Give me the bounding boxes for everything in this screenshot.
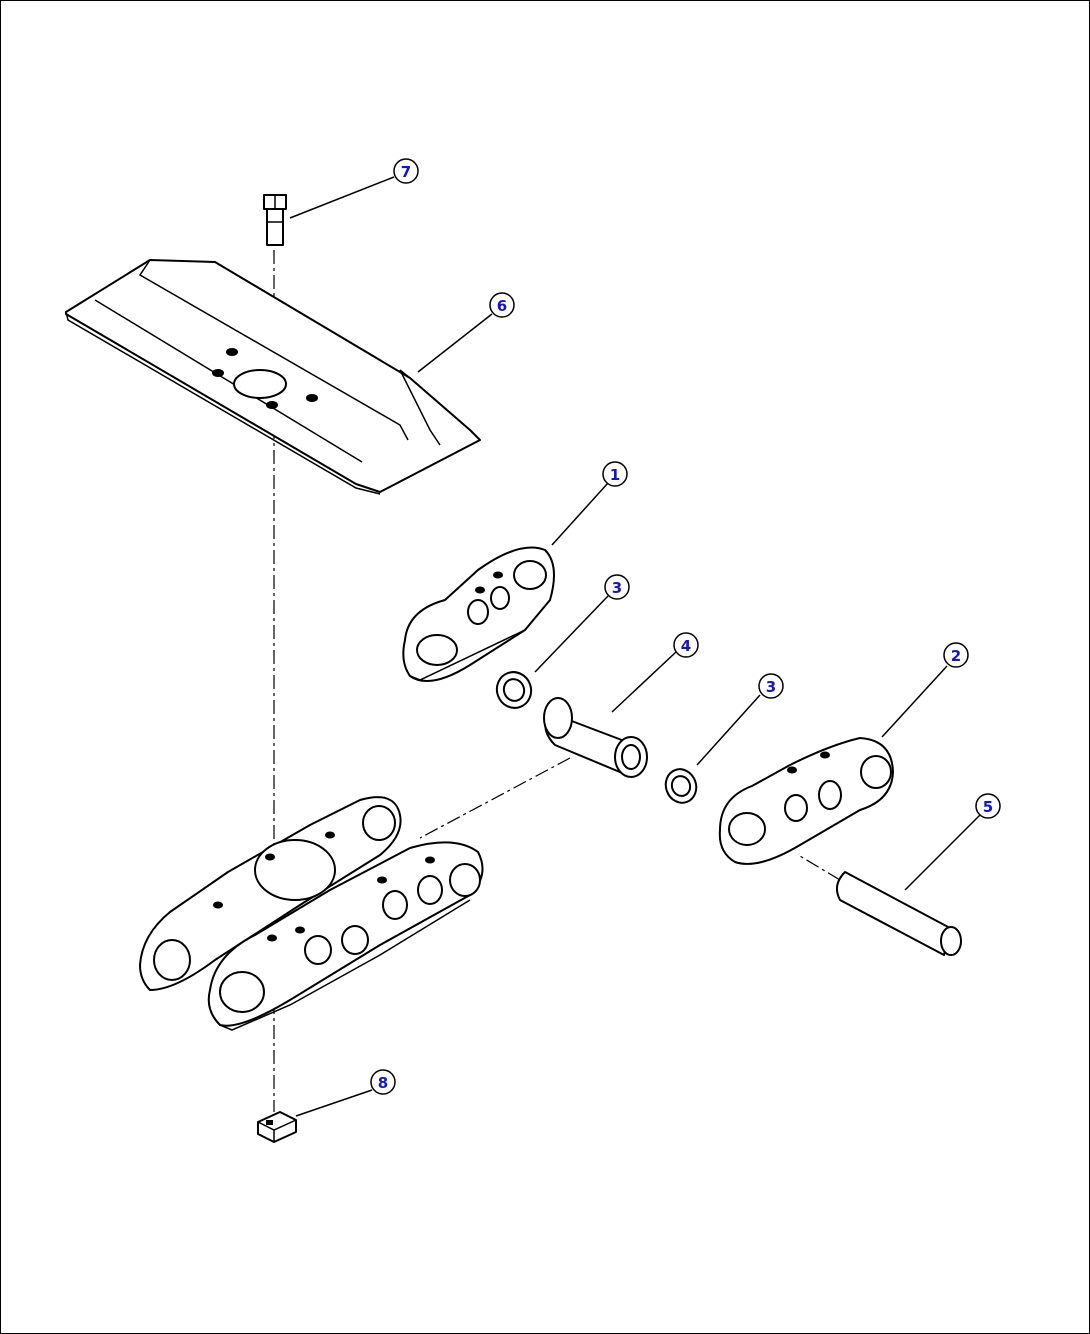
callout-8: 8 (370, 1069, 396, 1095)
washer-part-3-a (495, 671, 533, 709)
callout-7: 7 (393, 158, 419, 184)
bushing-part-4 (543, 697, 648, 778)
svg-text:4: 4 (681, 637, 691, 655)
leader-8 (295, 1089, 373, 1117)
leader-3a (534, 595, 609, 673)
callout-5: 5 (975, 793, 1001, 819)
track-link-part-1 (402, 546, 555, 682)
leader-5 (904, 814, 981, 891)
leader-4 (611, 651, 677, 713)
track-shoe-part-6 (65, 259, 481, 495)
leader-2 (881, 665, 948, 738)
svg-text:7: 7 (401, 163, 411, 181)
svg-text:2: 2 (951, 647, 961, 665)
svg-text:8: 8 (378, 1074, 388, 1092)
pin-part-5 (835, 871, 962, 956)
callout-1: 1 (602, 461, 628, 487)
washer-part-3-b (664, 768, 698, 804)
callout-2: 2 (943, 642, 969, 668)
nut-part-8 (257, 1111, 297, 1143)
svg-text:5: 5 (983, 798, 993, 816)
svg-text:3: 3 (766, 678, 776, 696)
callout-6: 6 (489, 292, 515, 318)
callout-3-a: 3 (604, 574, 630, 600)
svg-text:6: 6 (497, 297, 507, 315)
callout-3-b: 3 (758, 673, 784, 699)
svg-text:3: 3 (612, 579, 622, 597)
leader-3b (696, 694, 761, 766)
leader-6 (417, 313, 493, 373)
leader-7 (289, 176, 395, 219)
track-link-part-2 (718, 737, 894, 865)
leader-1 (551, 482, 609, 546)
bushing-centerline (419, 757, 571, 839)
leader-lines (289, 176, 981, 1117)
assembled-track-chain (139, 796, 484, 1031)
pin-centerline (799, 855, 841, 881)
svg-text:1: 1 (610, 466, 620, 484)
callout-4: 4 (673, 632, 699, 658)
bolt-part-7 (263, 194, 287, 246)
